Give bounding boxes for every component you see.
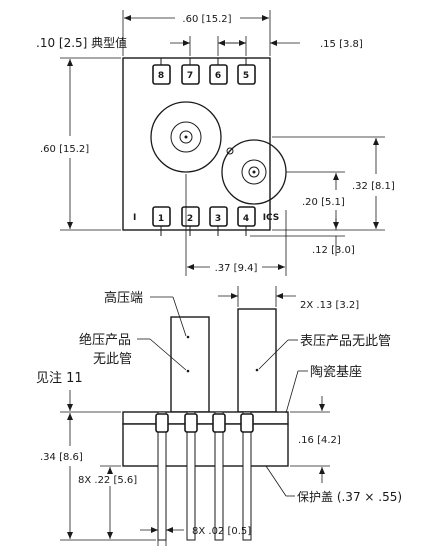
dim-pitch-label: .10 [2.5] 典型值 — [36, 35, 127, 50]
pin-label: 8 — [158, 71, 164, 81]
dim-base-h-label: .16 [4.2] — [298, 435, 341, 446]
dim-port-x: .37 [9.4] — [185, 174, 287, 276]
pin-label: 1 — [158, 214, 164, 224]
label-cover: 保护盖 (.37 × .55) — [297, 490, 402, 504]
label-high-pressure: 高压端 — [104, 290, 143, 306]
high-pressure-port — [150, 101, 222, 173]
bottom-pin-row: 1 2 3 4 — [152, 206, 256, 236]
protective-cover — [122, 423, 289, 467]
dim-tube-label: 2X .13 [3.2] — [300, 300, 359, 311]
low-pressure-tube — [237, 308, 277, 413]
dim-edge-offset-label: .15 [3.8] — [320, 39, 363, 50]
dim-pin-row-offset: .12 [3.0] — [250, 218, 355, 256]
pin1-mark: I — [133, 213, 136, 223]
label-ceramic: 陶瓷基座 — [310, 364, 362, 380]
pin-label: 2 — [187, 214, 193, 224]
dim-tube: 2X .13 [3.2] — [218, 286, 359, 311]
dim-pin-row-offset-label: .12 [3.0] — [312, 245, 355, 256]
label-see-note: 见注 11 — [36, 371, 83, 386]
pin-label: 6 — [215, 71, 221, 81]
ceramic-base — [122, 411, 289, 425]
pin-label: 7 — [187, 71, 193, 81]
side-pins — [155, 411, 254, 541]
logo-ics: ICS — [263, 213, 280, 223]
high-pressure-tube — [170, 316, 210, 413]
label-gauge: 表压产品无此管 — [300, 334, 391, 349]
top-view: 8 7 6 5 1 2 3 4 I ICS — [36, 10, 395, 276]
dim-port-x-label: .37 [9.4] — [215, 263, 258, 274]
dim-base-h: .16 [4.2] — [290, 396, 341, 483]
dim-width-label: .60 [15.2] — [182, 14, 231, 25]
dim-height-label: .60 [15.2] — [40, 144, 89, 155]
dim-pitch: .10 [2.5] 典型值 — [36, 35, 238, 56]
dim-total-h-label: .34 [8.6] — [40, 452, 83, 463]
side-view: 高压端 绝压产品 无此管 表压产品无此管 陶瓷基座 见注 11 保护盖 (.37… — [36, 286, 402, 546]
package-outline — [122, 57, 271, 231]
dim-port-y2-label: .20 [5.1] — [302, 197, 345, 208]
dim-height: .60 [15.2] — [40, 57, 121, 231]
label-absolute: 绝压产品 — [79, 332, 131, 348]
dim-width: .60 [15.2] — [122, 10, 271, 56]
label-absolute-2: 无此管 — [93, 352, 132, 367]
pin-label: 5 — [243, 71, 249, 81]
dim-pin-len: 8X .22 [5.6] — [78, 465, 137, 539]
dim-pin-len-label: 8X .22 [5.6] — [78, 475, 137, 486]
pin-label: 4 — [243, 214, 249, 224]
dim-pin-w-label: 8X .02 [0.5] — [192, 526, 251, 537]
dim-edge-offset: .15 [3.8] — [226, 36, 363, 56]
dim-pin-w: 8X .02 [0.5] — [140, 520, 251, 546]
dim-port-y-label: .32 [8.1] — [352, 181, 395, 192]
dim-total-h: .34 [8.6] — [40, 390, 156, 541]
dim-port-y: .32 [8.1] — [272, 136, 395, 231]
pin-label: 3 — [215, 214, 221, 224]
top-pin-row: 8 7 6 5 — [152, 58, 256, 85]
